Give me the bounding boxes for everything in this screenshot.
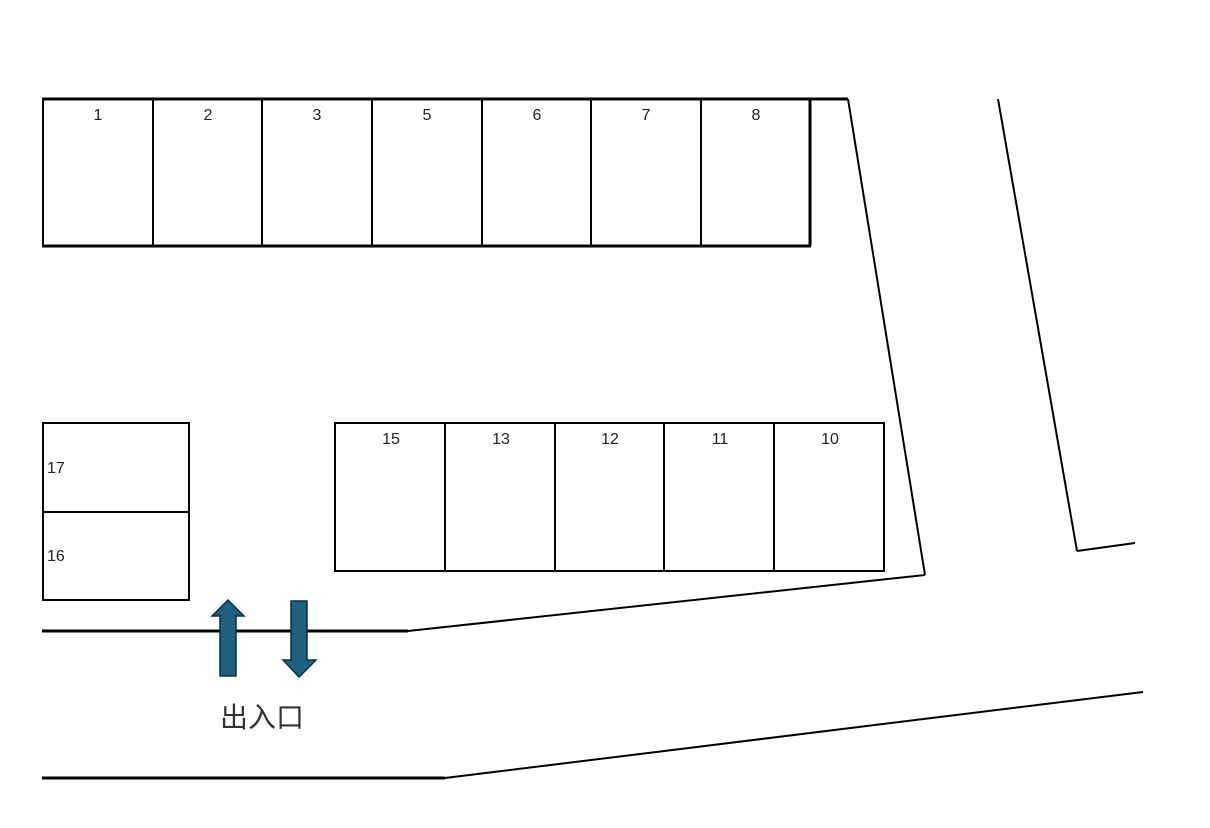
slot-number-8: 8: [752, 107, 761, 124]
bottom-road-diagonal: [444, 691, 1144, 779]
slot-number-6: 6: [533, 107, 542, 124]
entrance-label: 出入口: [220, 701, 304, 734]
slot-number-17: 17: [47, 460, 65, 477]
slot-number-5: 5: [423, 107, 432, 124]
slot-number-3: 3: [313, 107, 322, 124]
right-diagonal-boundary: [847, 98, 926, 576]
slot-number-15: 15: [382, 431, 400, 448]
slot-number-10: 10: [821, 431, 839, 448]
slot-number-16: 16: [47, 548, 65, 565]
far-right-corner: [1076, 542, 1136, 552]
slot-number-7: 7: [642, 107, 651, 124]
lot-boundaries: [42, 97, 1144, 780]
left-column-slots: 17 16: [42, 422, 190, 601]
entrance-arrows: [210, 598, 318, 679]
slot-number-13: 13: [492, 431, 510, 448]
far-right-diagonal: [997, 98, 1078, 552]
middle-row-slots: 15 13 12 11 10: [334, 422, 885, 572]
slot-number-2: 2: [204, 107, 213, 124]
slot-number-12: 12: [601, 431, 619, 448]
arrow-up-icon: [210, 598, 246, 677]
top-row-slots: 1 2 3 5 6 7 8: [42, 99, 812, 248]
arrow-down-icon: [281, 600, 318, 679]
middle-row-outline: [334, 422, 885, 572]
lower-right-boundary: [407, 574, 926, 632]
slot-number-11: 11: [712, 431, 729, 448]
slot-number-1: 1: [94, 107, 103, 124]
